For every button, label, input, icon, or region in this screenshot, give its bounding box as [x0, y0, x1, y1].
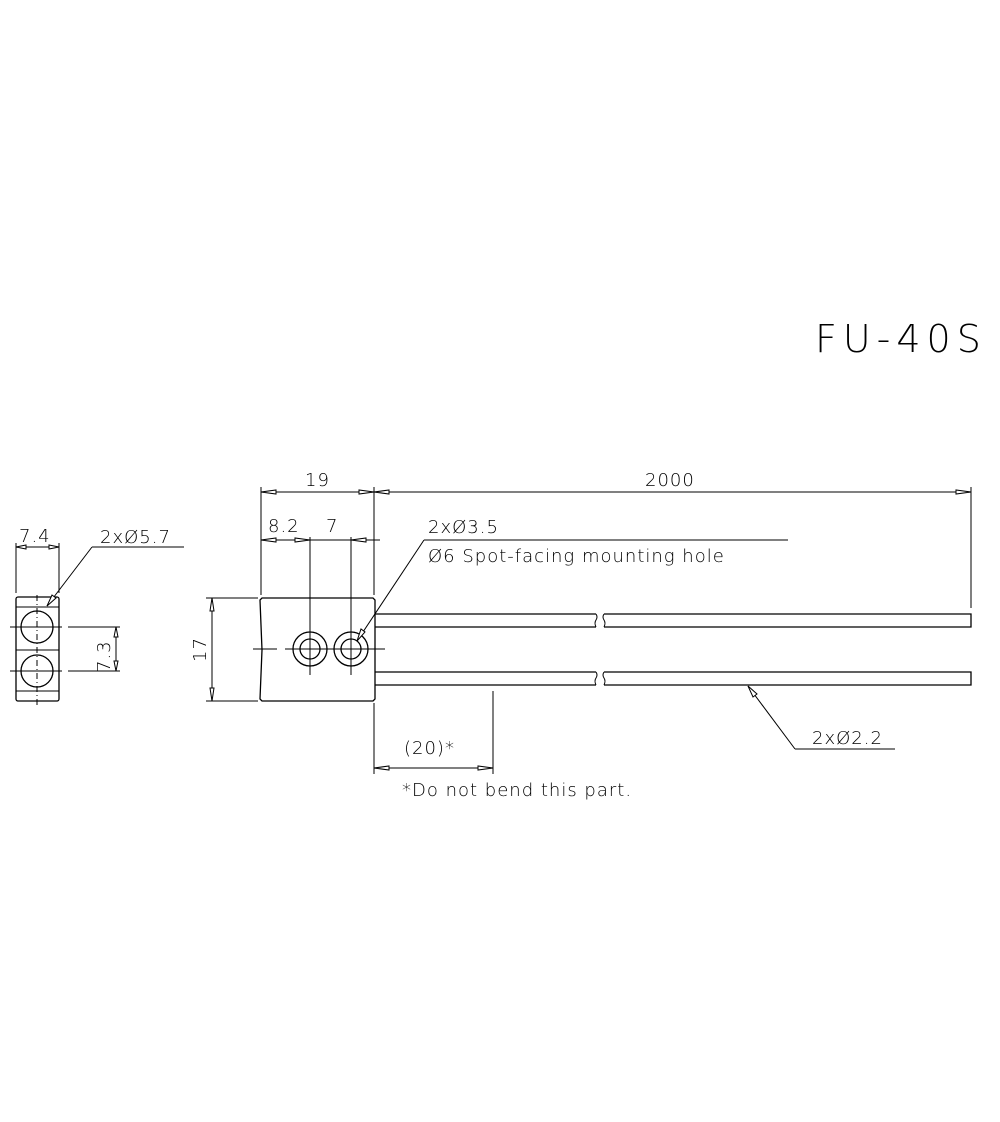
dim-fiber-length: 2000 — [645, 470, 695, 491]
dim-body-height: 17 — [190, 637, 211, 662]
dim-front-width: 7.4 — [19, 526, 51, 547]
dim-no-bend-length: (20)* — [404, 738, 455, 759]
dim-front-pitch: 7.3 — [94, 640, 115, 672]
front-hole-callout: 2xØ5.7 — [100, 527, 171, 548]
hole-callout-spot-facing: Ø6 Spot-facing mounting hole — [428, 546, 725, 567]
fiber-cable-bottom — [604, 671, 972, 686]
front-view: 7.4 2xØ5.7 7.3 — [10, 526, 184, 705]
fiber-cables: 2000 2xØ2.2 (20)* *Do not bend this part… — [373, 470, 972, 801]
no-bend-note: *Do not bend this part. — [402, 780, 632, 801]
dim-hole1-offset: 8.2 — [268, 516, 300, 537]
sensor-body-outline — [259, 597, 376, 702]
side-view: 17 19 8.2 7 2xØ3.5 Ø6 Spot-facing mounti… — [190, 470, 788, 702]
fiber-cable-top — [604, 613, 972, 628]
drawing-title: FU-40S — [815, 317, 987, 361]
fiber-diameter-callout: 2xØ2.2 — [812, 728, 883, 749]
dim-body-length: 19 — [305, 470, 330, 491]
hole-callout-diameter: 2xØ3.5 — [428, 517, 499, 538]
dim-hole-pitch: 7 — [326, 516, 338, 537]
